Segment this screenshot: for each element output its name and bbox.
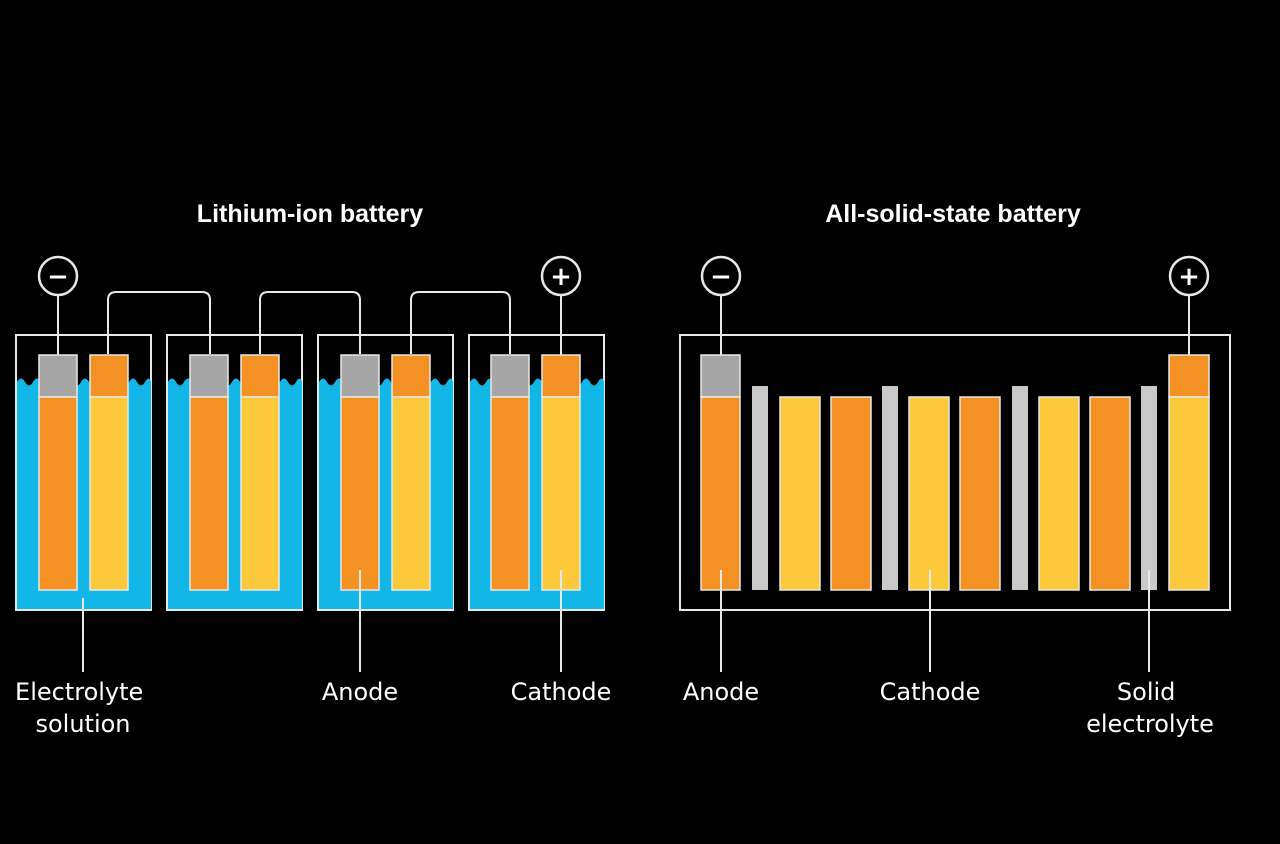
cell-link-wire-3 — [410, 291, 511, 354]
solid-state-diagram: All-solid-state battery − + — [679, 200, 1231, 738]
plus-circle-icon: + — [540, 255, 582, 297]
anode-collector — [38, 354, 78, 398]
li-ion-cell-3 — [317, 334, 454, 611]
cell-link-wire-1 — [107, 291, 211, 354]
solid-state-casing — [679, 334, 1231, 611]
solid-state-title: All-solid-state battery — [825, 200, 1081, 228]
solid-electrolyte-layer — [1141, 386, 1157, 590]
cathode-plate — [89, 396, 129, 591]
lithium-ion-title: Lithium-ion battery — [197, 200, 423, 228]
cathode-plate — [391, 396, 431, 591]
anode-layer — [959, 396, 1001, 591]
electrolyte-solution — [168, 378, 302, 609]
cathode-collector — [541, 354, 581, 398]
electrolyte-solution — [17, 378, 151, 609]
minus-circle-icon: − — [700, 255, 742, 297]
anode-plate — [38, 396, 78, 591]
cell-link-wire-2 — [259, 291, 361, 354]
anode-plate — [700, 396, 741, 591]
anode-collector — [700, 354, 741, 398]
li-ion-cell-4 — [468, 334, 605, 611]
cathode-plate — [240, 396, 280, 591]
cathode-collector — [89, 354, 129, 398]
solid-electrolyte-layer — [882, 386, 898, 590]
solid-electrolyte-label: Solid electrolyte — [1086, 678, 1214, 738]
anode-label: Anode — [322, 678, 398, 706]
cathode-collector — [240, 354, 280, 398]
solid-electrolyte-layer — [752, 386, 768, 590]
li-ion-cell-2 — [166, 334, 303, 611]
anode-plate — [189, 396, 229, 591]
cathode-plate — [1168, 396, 1210, 591]
anode-plate — [490, 396, 530, 591]
cathode-collector — [391, 354, 431, 398]
cathode-layer — [779, 396, 821, 591]
cathode-collector — [1168, 354, 1210, 398]
svg-text:+: + — [550, 262, 572, 292]
svg-text:+: + — [1178, 262, 1200, 292]
li-ion-cell-1 — [15, 334, 152, 611]
minus-circle-icon: − — [37, 255, 79, 297]
anode-layer — [1089, 396, 1131, 591]
electrolyte-solution-label: Electrolyte solution — [15, 678, 151, 738]
cathode-layer — [908, 396, 950, 591]
svg-text:−: − — [710, 262, 732, 292]
electrolyte-solution — [470, 378, 604, 609]
plus-circle-icon: + — [1168, 255, 1210, 297]
anode-collector — [340, 354, 380, 398]
solid-electrolyte-layer — [1012, 386, 1028, 590]
electrolyte-solution — [319, 378, 453, 609]
cathode-label: Cathode — [880, 678, 981, 706]
cathode-plate — [541, 396, 581, 591]
anode-plate — [340, 396, 380, 591]
svg-text:−: − — [47, 262, 69, 292]
lithium-ion-diagram: Lithium-ion battery — [15, 200, 611, 738]
anode-layer — [830, 396, 872, 591]
anode-label: Anode — [683, 678, 759, 706]
anode-collector — [189, 354, 229, 398]
cathode-layer — [1038, 396, 1080, 591]
cathode-label: Cathode — [511, 678, 612, 706]
anode-collector — [490, 354, 530, 398]
